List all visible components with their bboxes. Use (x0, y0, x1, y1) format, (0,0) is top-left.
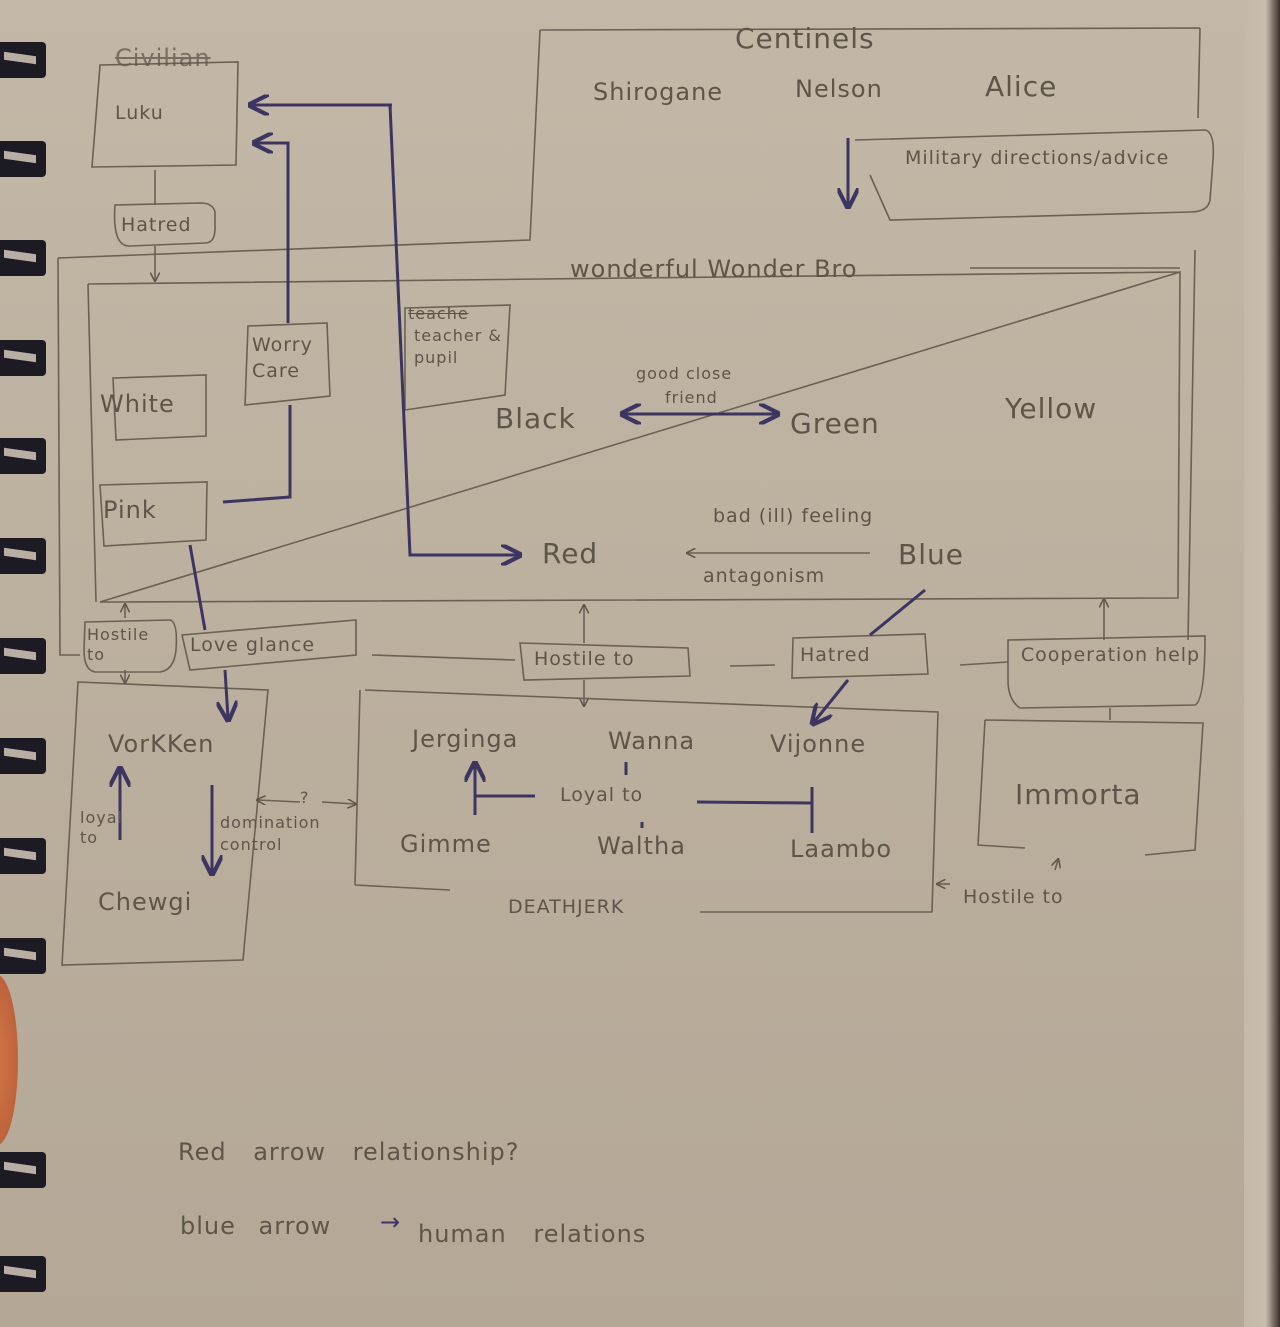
spiral-ring (0, 438, 46, 474)
spiral-ring (0, 240, 46, 276)
relation-hatred-blue: Hatred (800, 644, 871, 666)
civilian-label: Civilian (115, 44, 211, 72)
spiral-ring (0, 738, 46, 774)
node-black[interactable]: Black (495, 402, 576, 435)
relation-antagonism: antagonism (703, 565, 826, 587)
spiral-ring (0, 141, 46, 177)
relation-hostile-mid: Hostile to (534, 648, 635, 670)
relation-loyal-deathjerk: Loyal to (560, 784, 644, 806)
relation-loyal-to: loyal to (80, 808, 123, 847)
node-blue[interactable]: Blue (898, 538, 964, 571)
wonder-bro-box (87, 270, 1181, 603)
relation-friend: friend (665, 388, 718, 407)
relation-love-glance: Love glance (190, 634, 316, 656)
node-laambo[interactable]: Laambo (790, 835, 893, 863)
pink-box (99, 481, 208, 547)
node-yellow[interactable]: Yellow (1005, 392, 1098, 425)
spiral-ring (0, 340, 46, 376)
worry-arrow (256, 143, 290, 323)
node-white[interactable]: White (100, 390, 175, 418)
legend-line-1: Red arrow relationship? (178, 1138, 520, 1166)
relation-teacher-pupil: teacher & pupil (414, 326, 502, 367)
spiral-ring (0, 638, 46, 674)
relation-military: Military directions/advice (905, 147, 1170, 169)
arrow-icon: → (380, 1208, 402, 1236)
node-shirogane[interactable]: Shirogane (593, 78, 724, 106)
thumb (0, 975, 18, 1145)
legend-line-2b: human relations (418, 1220, 647, 1248)
teacher-box (404, 304, 511, 411)
hatred-box (113, 202, 216, 247)
struck-text: teache (408, 304, 469, 323)
centinels-box (57, 27, 1201, 259)
node-gimme[interactable]: Gimme (400, 830, 492, 858)
node-wanna[interactable]: Wanna (608, 727, 696, 755)
civilian-box (91, 61, 239, 168)
node-red[interactable]: Red (542, 537, 599, 570)
node-nelson[interactable]: Nelson (795, 75, 883, 103)
node-chewgi[interactable]: Chewgi (98, 888, 193, 916)
node-vijonne[interactable]: Vijonne (770, 730, 867, 758)
relation-cooperation: Cooperation help (1020, 644, 1201, 666)
node-waltha[interactable]: Waltha (597, 832, 686, 860)
relation-hatred: Hatred (121, 214, 192, 236)
page-edge (1244, 0, 1280, 1327)
relation-bad-feeling: bad (ill) feeling (713, 505, 874, 527)
spiral-ring (0, 42, 46, 78)
relation-question: ? (300, 788, 310, 807)
relation-worry-care: Worry Care (252, 334, 313, 382)
deathjerk-label: DEATHJERK (508, 896, 625, 918)
relation-domination: domination control (220, 813, 321, 854)
node-immorta[interactable]: Immorta (1015, 778, 1142, 811)
immorta-box (977, 719, 1204, 856)
spiral-ring (0, 938, 46, 974)
white-box (112, 374, 207, 441)
worry-care-box (244, 322, 331, 406)
node-vorkken[interactable]: VorKKen (108, 730, 215, 758)
legend-line-2a: blue arrow (180, 1212, 332, 1240)
centinels-label: Centinels (735, 22, 875, 55)
relation-hostile-left: Hostile to (87, 625, 150, 664)
spiral-ring (0, 1152, 46, 1188)
vorkken-box (61, 681, 269, 966)
node-jerginga[interactable]: Jerginga (412, 725, 519, 753)
spiral-ring (0, 1256, 46, 1292)
node-green[interactable]: Green (790, 407, 880, 440)
node-luku[interactable]: Luku (115, 102, 164, 124)
spiral-ring (0, 538, 46, 574)
spiral-ring (0, 838, 46, 874)
node-pink[interactable]: Pink (103, 496, 157, 524)
military-callout (854, 129, 1215, 221)
relation-good-close: good close (636, 364, 733, 383)
deathjerk-box (354, 689, 939, 913)
wonder-bro-label: wonderful Wonder Bro (570, 255, 858, 283)
node-alice[interactable]: Alice (985, 70, 1058, 103)
relation-hostile-immorta: Hostile to (963, 886, 1064, 908)
